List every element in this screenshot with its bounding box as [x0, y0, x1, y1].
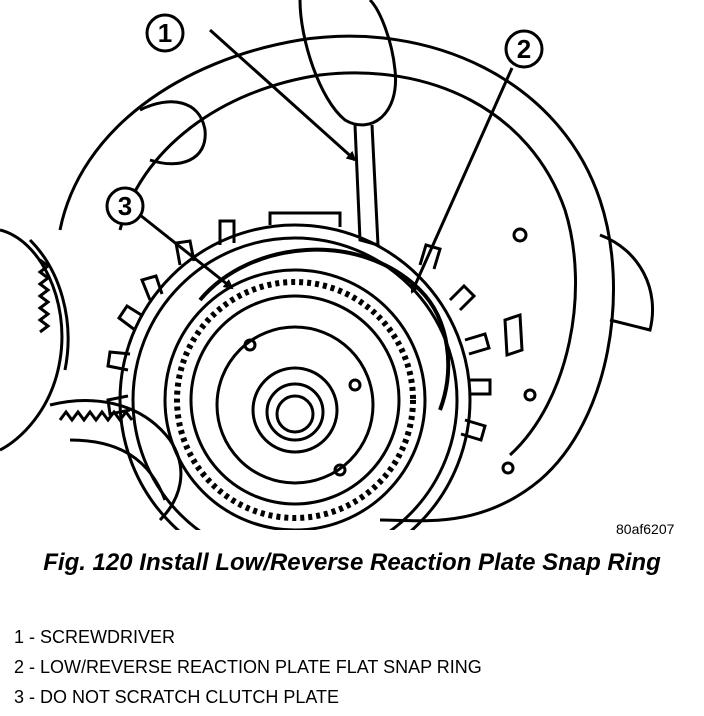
legend-item-1: 1 - SCREWDRIVER: [14, 627, 176, 647]
svg-text:2: 2: [517, 34, 531, 64]
legend-item-3: 3 - DO NOT SCRATCH CLUTCH PLATE: [14, 687, 340, 707]
gear-hub: [163, 268, 427, 530]
callout-1: 1: [145, 13, 185, 53]
transmission-case: [58, 34, 655, 523]
svg-text:3: 3: [118, 191, 132, 221]
legend: 1 - SCREWDRIVER 2 - LOW/REVERSE REACTION…: [14, 622, 482, 712]
figure-code: 80af6207: [616, 521, 675, 537]
callout-2: 2: [504, 29, 544, 69]
svg-text:1: 1: [158, 18, 172, 48]
snap-ring: [198, 247, 451, 411]
callout-3: 3: [105, 186, 145, 226]
screwdriver: [298, 0, 398, 248]
figure-caption: Fig. 120 Install Low/Reverse Reaction Pl…: [43, 549, 661, 576]
leader-lines: [139, 28, 514, 294]
transmission-illustration: 1 2 3: [0, 0, 655, 530]
legend-item-2: 2 - LOW/REVERSE REACTION PLATE FLAT SNAP…: [14, 657, 482, 677]
clutch-pack: [106, 211, 492, 530]
